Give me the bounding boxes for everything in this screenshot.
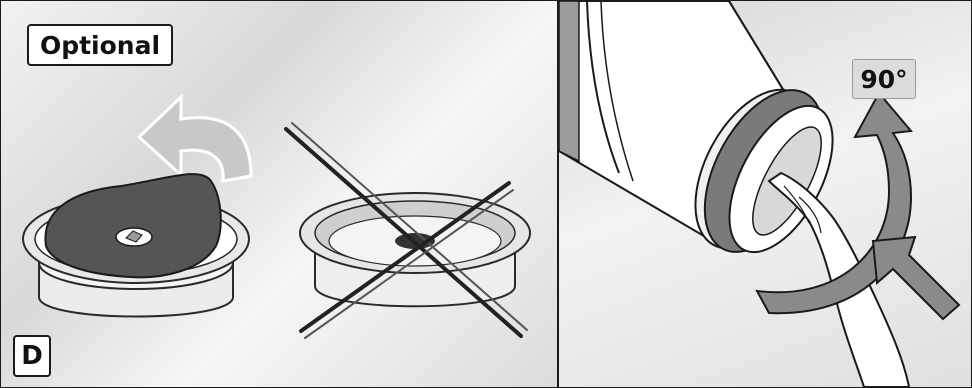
remove-arrow-icon — [136, 93, 253, 183]
panel-divider — [557, 1, 559, 387]
rotation-arrow-icon — [755, 91, 913, 315]
rotate-illustration — [559, 1, 961, 387]
strainer-incorrect-icon — [299, 192, 531, 308]
push-arrow-icon — [871, 235, 961, 321]
stopper-correct-icon — [22, 173, 250, 318]
rotate-panel: 90° — [559, 1, 971, 387]
step-d-panel: Optional D — [1, 1, 557, 387]
optional-label: Optional — [27, 24, 173, 66]
cross-out-icon — [284, 122, 528, 339]
step-label: D — [13, 335, 51, 377]
step-d-illustration — [22, 93, 531, 339]
rotation-angle-label: 90° — [852, 59, 916, 99]
